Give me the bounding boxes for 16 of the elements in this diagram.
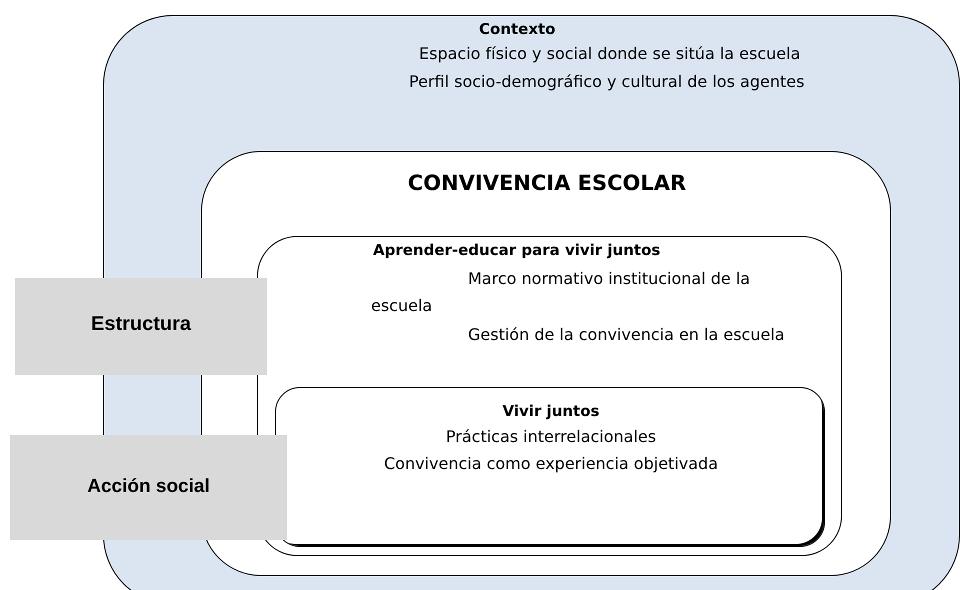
learning-description: Marco normativo institucional de la escuela <box>371 268 752 317</box>
social-action-box <box>10 435 287 540</box>
context-heading: Contexto <box>479 19 556 40</box>
learning-panel <box>257 236 842 556</box>
structure-label: Estructura <box>90 312 192 337</box>
coexistence-heading: CONVIVENCIA ESCOLAR <box>406 170 688 197</box>
learning-description: Gestión de la convivencia en la escuela <box>467 324 786 346</box>
living-together-description: Convivencia como experiencia objetivada <box>382 453 719 475</box>
living-together-description: Prácticas interrelacionales <box>444 426 658 448</box>
living-together-panel <box>275 387 825 547</box>
learning-heading: Aprender-educar para vivir juntos <box>373 240 662 261</box>
living-together-heading: Vivir juntos <box>502 401 600 422</box>
structure-box <box>15 278 267 375</box>
social-action-label: Acción social <box>86 475 211 499</box>
context-description: Espacio físico y social donde se sitúa la escuela <box>419 43 802 65</box>
context-description: Perfil socio-demográfico y cultural de los agentes <box>409 71 806 93</box>
